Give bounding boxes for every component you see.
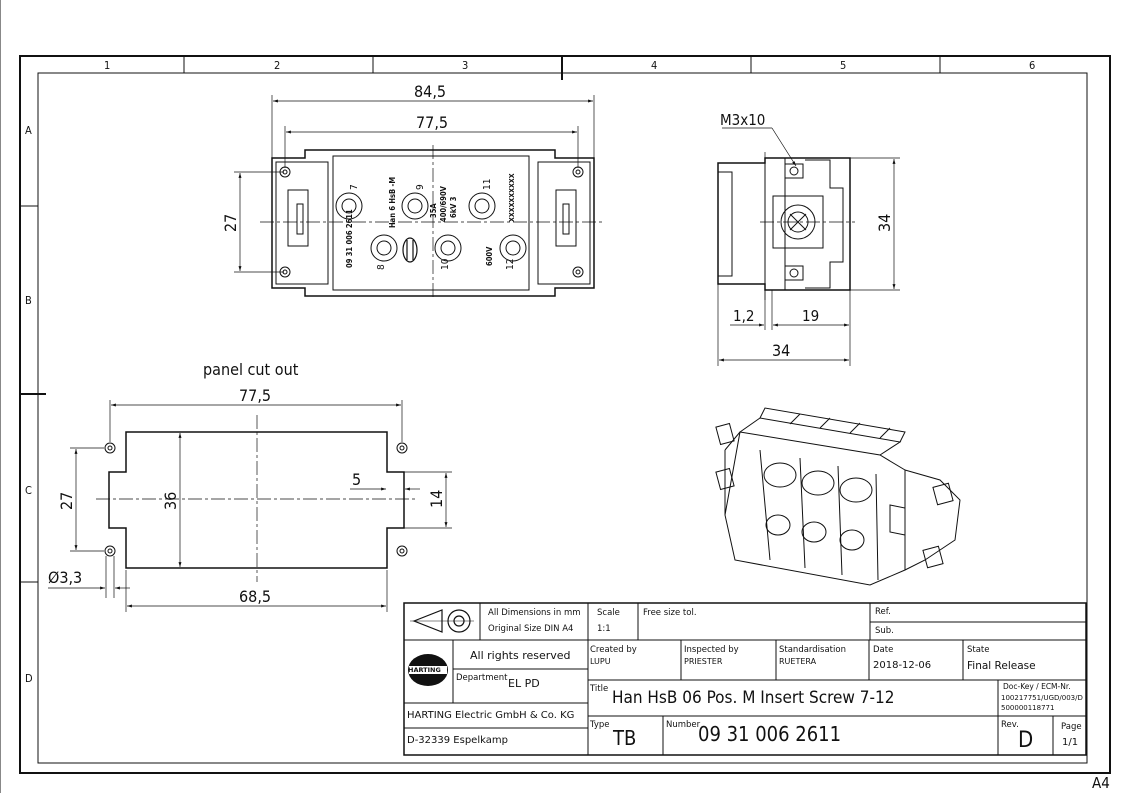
scale-value: 1:1 bbox=[597, 624, 611, 634]
page-value: 1/1 bbox=[1062, 737, 1079, 748]
ecm-number: 500000118771 bbox=[1001, 704, 1055, 712]
harting-logo-icon bbox=[408, 654, 448, 686]
dim-pitch-width: 77,5 bbox=[416, 113, 448, 132]
sub-label: Sub. bbox=[875, 626, 894, 636]
dim-front-height: 27 bbox=[221, 214, 240, 232]
panel-cutout-text: panel cut out 77,5 68,5 27 36 5 14 Ø3,3 bbox=[48, 360, 446, 606]
type-label: Type bbox=[590, 720, 610, 730]
harting-symbol-icon bbox=[402, 237, 418, 263]
front-view bbox=[234, 95, 602, 300]
original-size: Original Size DIN A4 bbox=[488, 624, 574, 634]
insert-rating-35a: 35A bbox=[429, 203, 438, 218]
state-value: Final Release bbox=[967, 660, 1036, 672]
insert-serial: XXXXXXXXXX bbox=[508, 173, 516, 222]
company-name: HARTING Electric GmbH & Co. KG bbox=[407, 710, 575, 721]
number-label: Number bbox=[666, 720, 701, 730]
rights-reserved: All rights reserved bbox=[470, 649, 571, 662]
contact-number-7: 7 bbox=[349, 184, 360, 190]
grid-labels: 1 2 3 4 5 6 A B C D bbox=[25, 59, 1035, 685]
created-by-label: Created by bbox=[590, 645, 637, 655]
ref-label: Ref. bbox=[875, 607, 891, 617]
side-view-text: M3x10 34 1,2 19 34 bbox=[720, 111, 894, 360]
dim-notch-width: 5 bbox=[352, 470, 361, 489]
insert-rating-voltage: 400/690V bbox=[439, 185, 448, 222]
standardisation-label: Standardisation bbox=[779, 645, 846, 655]
state-label: State bbox=[967, 645, 990, 655]
drawing-number: 09 31 006 2611 bbox=[698, 722, 842, 746]
row-label-d: D bbox=[25, 672, 33, 685]
insert-part-number: 09 31 006 2611 bbox=[345, 209, 354, 268]
department-label: Department bbox=[456, 673, 508, 683]
dim-cutout-left: 27 bbox=[57, 492, 76, 510]
date-label: Date bbox=[873, 645, 894, 655]
side-view bbox=[717, 127, 900, 366]
front-view-text: 84,5 77,5 27 7 9 11 8 10 12 09 31 006 26… bbox=[221, 82, 516, 270]
tolerance-label: Free size tol. bbox=[643, 608, 697, 618]
screw-spec: M3x10 bbox=[720, 111, 765, 129]
row-label-c: C bbox=[25, 484, 32, 497]
col-label-1: 1 bbox=[104, 59, 110, 72]
projection-symbol-icon bbox=[410, 609, 474, 633]
isometric-view bbox=[715, 407, 961, 586]
contact-number-12: 12 bbox=[505, 259, 516, 270]
standardisation-value: RUETERA bbox=[779, 657, 817, 666]
dim-cutout-inner: 36 bbox=[161, 492, 180, 510]
dim-side-small: 1,2 bbox=[733, 307, 754, 325]
inspected-by-value: PRIESTER bbox=[684, 657, 723, 666]
scale-label: Scale bbox=[597, 608, 620, 618]
dim-overall-width: 84,5 bbox=[414, 82, 446, 101]
panel-cutout bbox=[48, 400, 452, 612]
inspected-by-label: Inspected by bbox=[684, 645, 739, 655]
insert-rating-600v: 600V bbox=[485, 246, 494, 266]
col-label-2: 2 bbox=[274, 59, 280, 72]
cutout-title: panel cut out bbox=[203, 360, 299, 379]
col-label-6: 6 bbox=[1029, 59, 1035, 72]
created-by-value: LUPU bbox=[590, 657, 611, 666]
insert-rating-6kv: 6kV 3 bbox=[449, 196, 458, 218]
col-label-5: 5 bbox=[840, 59, 846, 72]
page-label: Page bbox=[1061, 722, 1082, 732]
contact-number-10: 10 bbox=[440, 258, 451, 270]
insert-type-label: Han 6 HsB -M bbox=[388, 177, 397, 228]
date-value: 2018-12-06 bbox=[873, 660, 932, 671]
dim-cutout-bottom: 68,5 bbox=[239, 587, 271, 606]
dim-side-width: 34 bbox=[772, 341, 790, 360]
revision-value: D bbox=[1018, 728, 1034, 753]
contact-number-11: 11 bbox=[482, 179, 493, 190]
dim-notch-height: 14 bbox=[427, 490, 446, 508]
dims-note: All Dimensions in mm bbox=[488, 608, 581, 618]
sheet-format-label: A4 bbox=[1092, 774, 1110, 792]
title-block-frame bbox=[403, 602, 1087, 756]
row-label-a: A bbox=[25, 124, 32, 137]
dockey-label: Doc-Key / ECM-Nr. bbox=[1003, 682, 1071, 691]
col-label-4: 4 bbox=[651, 59, 657, 72]
row-label-b: B bbox=[25, 294, 32, 307]
type-value: TB bbox=[613, 726, 637, 750]
department-value: EL PD bbox=[508, 677, 540, 690]
logo-text: HARTING bbox=[408, 666, 441, 674]
dim-side-height: 34 bbox=[875, 214, 894, 232]
revision-label: Rev. bbox=[1001, 720, 1019, 730]
title-value: Han HsB 06 Pos. M Insert Screw 7-12 bbox=[612, 688, 895, 708]
contact-number-9: 9 bbox=[415, 184, 426, 190]
col-label-3: 3 bbox=[462, 59, 468, 72]
contact-number-8: 8 bbox=[376, 264, 387, 270]
title-label: Title bbox=[590, 684, 609, 694]
dim-cutout-top: 77,5 bbox=[239, 386, 271, 405]
dockey-value: 100217751/UGD/003/D bbox=[1001, 694, 1083, 702]
dim-hole-diameter: Ø3,3 bbox=[48, 568, 82, 587]
company-address: D-32339 Espelkamp bbox=[407, 735, 508, 746]
dim-side-depth: 19 bbox=[802, 307, 819, 325]
